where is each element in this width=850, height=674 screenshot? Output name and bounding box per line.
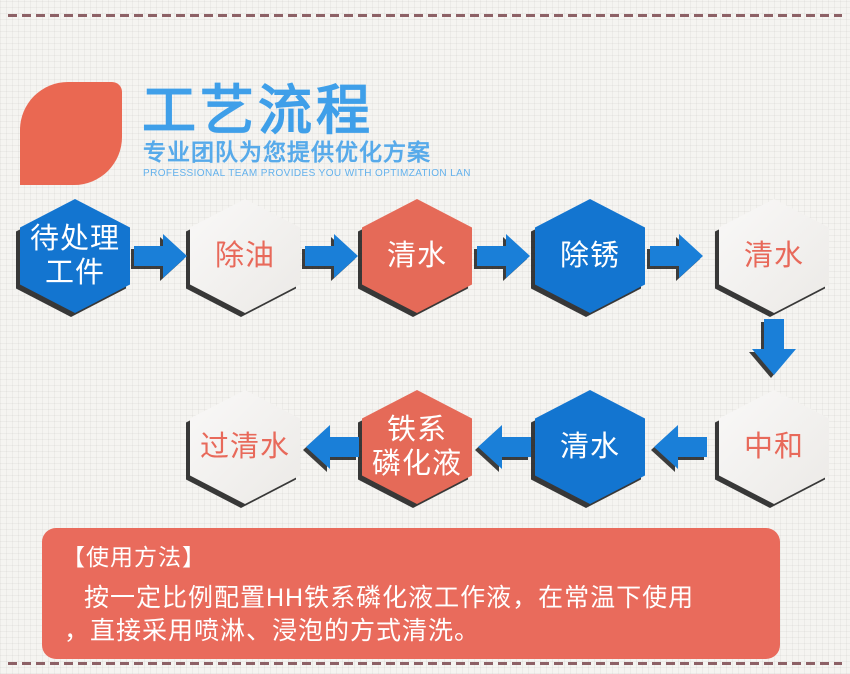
label-line: 除油	[214, 240, 275, 272]
flow-node-label: 清水	[362, 199, 472, 313]
arrow-right-icon	[134, 234, 187, 278]
flow-node-phosphating: 铁系 磷化液	[362, 390, 472, 504]
page-title: 工艺流程	[142, 81, 374, 141]
flow-node-label: 除锈	[535, 199, 645, 313]
arrow-right-icon	[650, 234, 703, 278]
flow-node-rinse-1: 清水	[362, 199, 472, 313]
page-subtitle-english: PROFESSIONAL TEAM PROVIDES YOU WITH OPTI…	[143, 168, 471, 179]
flow-node-degrease: 除油	[190, 199, 300, 313]
leaf-accent-shape	[20, 82, 122, 185]
arrow-left-icon	[306, 425, 359, 469]
flow-node-label: 待处理 工件	[20, 199, 130, 313]
label-line: 清水	[559, 431, 620, 463]
label-line: 工件	[44, 257, 105, 289]
arrow-left-icon	[478, 425, 531, 469]
arrow-left-icon	[654, 425, 707, 469]
usage-instructions-panel: 【使用方法】 按一定比例配置HH铁系磷化液工作液，在常温下使用 ，直接采用喷淋、…	[42, 528, 780, 659]
label-line: 中和	[743, 431, 804, 463]
flow-node-label: 中和	[719, 390, 829, 504]
flow-node-label: 清水	[535, 390, 645, 504]
flow-node-derust: 除锈	[535, 199, 645, 313]
label-line: 清水	[386, 240, 447, 272]
flow-node-label: 过清水	[190, 390, 300, 504]
hexagon-shape	[362, 199, 472, 313]
usage-text-line: 按一定比例配置HH铁系磷化液工作液，在常温下使用	[84, 584, 695, 613]
label-line: 过清水	[199, 431, 290, 463]
hexagon-shape	[362, 390, 472, 504]
label-line: 铁系	[386, 414, 447, 446]
flow-node-rinse-3: 清水	[535, 390, 645, 504]
flow-node-neutralize: 中和	[719, 390, 829, 504]
flow-node-rinse-2: 清水	[719, 199, 829, 313]
label-line: 磷化液	[371, 448, 462, 480]
label-line: 待处理	[29, 223, 120, 255]
bottom-dashed-border	[8, 662, 842, 665]
label-line: 清水	[743, 240, 804, 272]
arrow-down-icon	[752, 319, 796, 375]
arrow-right-icon	[477, 234, 530, 278]
flow-node-workpiece: 待处理 工件	[20, 199, 130, 313]
usage-text-line: ，直接采用喷淋、浸泡的方式清洗。	[64, 617, 481, 646]
flow-node-label: 清水	[719, 199, 829, 313]
usage-heading: 【使用方法】	[62, 544, 206, 570]
label-line: 除锈	[559, 240, 620, 272]
page-subtitle: 专业团队为您提供优化方案	[143, 139, 431, 165]
flow-node-label: 铁系 磷化液	[362, 390, 472, 504]
flow-node-label: 除油	[190, 199, 300, 313]
flow-node-final-rinse: 过清水	[190, 390, 300, 504]
top-dashed-border	[8, 14, 842, 17]
arrow-right-icon	[305, 234, 358, 278]
